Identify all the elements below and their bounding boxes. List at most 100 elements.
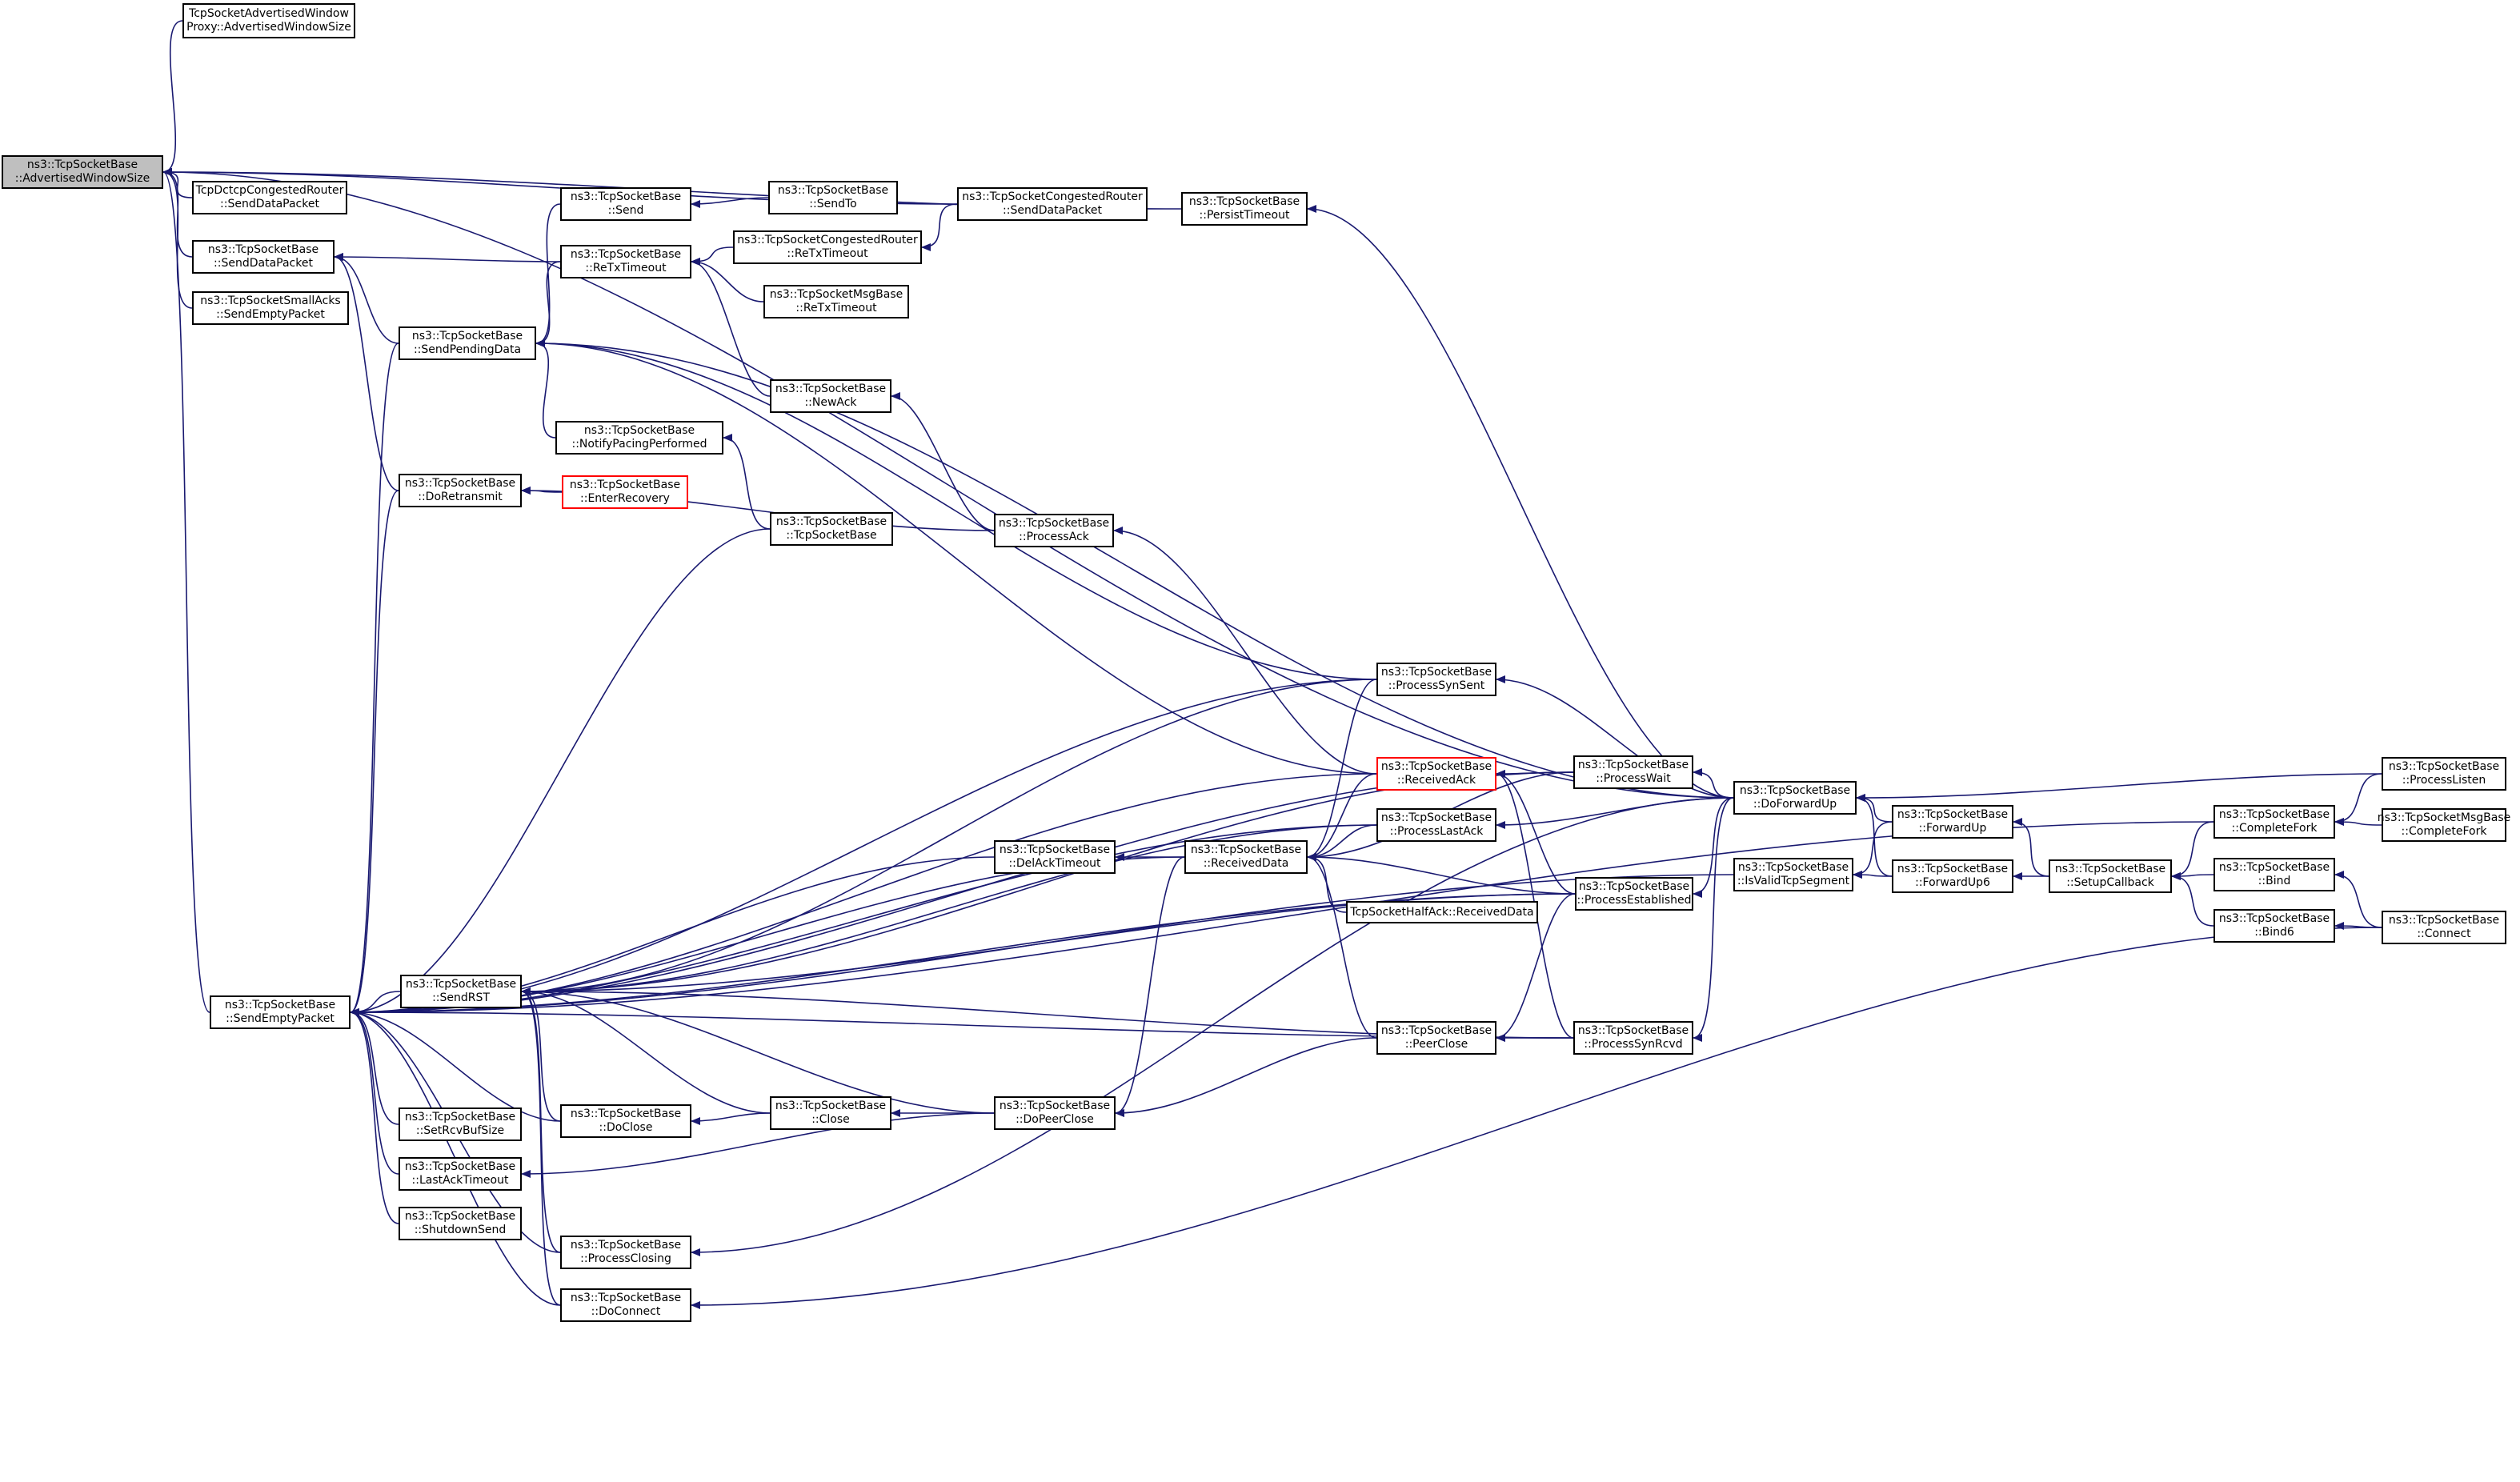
node-doFwd[interactable]: ns3::TcpSocketBase::DoForwardUp: [1733, 781, 1857, 815]
node-label-line: ::SetRcvBufSize: [415, 1124, 505, 1137]
node-connect[interactable]: ns3::TcpSocketBase::Connect: [2382, 911, 2506, 944]
node-closing[interactable]: ns3::TcpSocketBase::ProcessClosing: [560, 1236, 691, 1269]
node-label-line: TcpDctcpCongestedRouter: [195, 184, 344, 197]
edge-pending-pacing: [535, 339, 556, 439]
node-recvData[interactable]: ns3::TcpSocketBase::ReceivedData: [1184, 840, 1308, 874]
node-label-line: TcpSocketAdvertisedWindow: [189, 7, 349, 20]
node-fwdUp[interactable]: ns3::TcpSocketBase::ForwardUp: [1892, 805, 2013, 839]
node-label-line: ::ProcessSynRcvd: [1584, 1038, 1683, 1051]
node-bind6[interactable]: ns3::TcpSocketBase::Bind6: [2214, 909, 2335, 943]
node-procAck[interactable]: ns3::TcpSocketBase::ProcessAck: [994, 514, 1114, 547]
node-halfAck[interactable]: TcpSocketHalfAck::ReceivedData: [1346, 901, 1538, 923]
node-delAck[interactable]: ns3::TcpSocketBase::DelAckTimeout: [994, 840, 1116, 874]
node-label-line: ns3::TcpSocketBase: [583, 424, 695, 437]
node-pending[interactable]: ns3::TcpSocketBase::SendPendingData: [399, 326, 536, 360]
node-ctor[interactable]: ns3::TcpSocketBase::TcpSocketBase: [770, 512, 893, 546]
node-label-line: ::DoRetransmit: [418, 491, 503, 503]
edge-synRcvd-doFwd: [1693, 797, 1734, 1042]
node-congRetx[interactable]: ns3::TcpSocketCongestedRouter::ReTxTimeo…: [733, 230, 922, 264]
edge-pending-recvAck: [535, 339, 1377, 775]
node-label-line: ns3::TcpSocketBase: [404, 1160, 516, 1173]
node-label-line: ns3::TcpSocketBase: [404, 1111, 516, 1124]
node-label-line: ns3::TcpSocketBase: [570, 1239, 682, 1252]
node-congSend[interactable]: ns3::TcpSocketCongestedRouter::SendDataP…: [957, 187, 1148, 221]
node-label-line: ::DoForwardUp: [1753, 798, 1837, 811]
node-label-line: ns3::TcpSocketMsgBase: [2377, 811, 2511, 824]
node-pacing[interactable]: ns3::TcpSocketBase::NotifyPacingPerforme…: [555, 421, 723, 455]
node-label-line: ns3::TcpSocketBase: [26, 158, 138, 171]
node-label-line: ns3::TcpSocketBase: [1577, 1024, 1689, 1037]
node-doRetx[interactable]: ns3::TcpSocketBase::DoRetransmit: [399, 474, 522, 507]
node-label-line: ns3::TcpSocketBase: [1739, 784, 1851, 797]
node-rcvBuf[interactable]: ns3::TcpSocketBase::SetRcvBufSize: [399, 1107, 522, 1141]
node-label-line: ns3::TcpSocketBase: [1737, 861, 1849, 874]
node-enterRec[interactable]: ns3::TcpSocketBase::EnterRecovery: [562, 475, 688, 509]
node-label-line: ::CompleteFork: [2401, 825, 2487, 838]
node-procWait[interactable]: ns3::TcpSocketBase::ProcessWait: [1573, 755, 1693, 789]
node-label-line: ::ForwardUp6: [1915, 876, 1990, 889]
node-label-line: ::NewAck: [804, 396, 857, 409]
node-smallAcks[interactable]: ns3::TcpSocketSmallAcks::SendEmptyPacket: [192, 291, 349, 325]
node-fwdUp6[interactable]: ns3::TcpSocketBase::ForwardUp6: [1892, 859, 2013, 893]
node-label-line: ::ProcessWait: [1596, 772, 1671, 785]
edge-advWin-sendEmpty: [162, 168, 210, 1013]
node-doClose[interactable]: ns3::TcpSocketBase::DoClose: [560, 1104, 691, 1138]
node-label-line: ::ReceivedAck: [1396, 774, 1476, 787]
node-label-line: ::ProcessSynSent: [1388, 679, 1485, 692]
node-dctcpSend[interactable]: TcpDctcpCongestedRouter::SendDataPacket: [192, 181, 347, 214]
node-procListen[interactable]: ns3::TcpSocketBase::ProcessListen: [2382, 757, 2506, 791]
node-label-line: ::LastAckTimeout: [411, 1174, 509, 1187]
node-label-line: ns3::TcpSocketBase: [1897, 863, 2009, 875]
node-sendDataPacket[interactable]: ns3::TcpSocketBase::SendDataPacket: [192, 240, 335, 274]
edge-setupCb-compFork: [2171, 821, 2214, 880]
node-bind[interactable]: ns3::TcpSocketBase::Bind: [2214, 858, 2335, 891]
node-persist[interactable]: ns3::TcpSocketBase::PersistTimeout: [1181, 192, 1308, 226]
node-setupCb[interactable]: ns3::TcpSocketBase::SetupCallback: [2049, 859, 2172, 893]
node-label-line: ns3::TcpSocketBase: [775, 383, 887, 395]
node-newAck[interactable]: ns3::TcpSocketBase::NewAck: [770, 379, 891, 413]
node-doConnect[interactable]: ns3::TcpSocketBase::DoConnect: [560, 1288, 691, 1322]
node-label-line: ns3::TcpSocketBase: [2054, 863, 2166, 875]
node-validSeg[interactable]: ns3::TcpSocketBase::IsValidTcpSegment: [1733, 858, 1853, 891]
node-label-line: ::Close: [811, 1113, 850, 1126]
node-msgRetx[interactable]: ns3::TcpSocketMsgBase::ReTxTimeout: [763, 285, 909, 318]
edge-sendDataPacket-doRetx: [334, 253, 399, 491]
node-close[interactable]: ns3::TcpSocketBase::Close: [770, 1096, 891, 1130]
edge-recvData-peerClose: [1307, 853, 1377, 1039]
node-synRcvd[interactable]: ns3::TcpSocketBase::ProcessSynRcvd: [1573, 1021, 1693, 1055]
node-peerClose[interactable]: ns3::TcpSocketBase::PeerClose: [1376, 1021, 1496, 1055]
node-label-line: ns3::TcpSocketBase: [1577, 759, 1689, 771]
node-label-line: ::ReTxTimeout: [795, 302, 877, 314]
edge-sendRst-doPeerClose: [521, 987, 995, 1114]
node-label-line: ::SetupCallback: [2066, 876, 2154, 889]
edge-sendEmpty-doRetx: [350, 490, 399, 1016]
node-send[interactable]: ns3::TcpSocketBase::Send: [560, 187, 691, 221]
node-label-line: ns3::TcpSocketCongestedRouter: [962, 190, 1143, 203]
edge-sendEmpty-shutdown: [350, 1008, 399, 1224]
edge-send-sendTo: [691, 197, 769, 208]
node-label-line: ::SendEmptyPacket: [226, 1012, 335, 1025]
node-lastAckTo[interactable]: ns3::TcpSocketBase::LastAckTimeout: [399, 1157, 522, 1191]
node-sendRst[interactable]: ns3::TcpSocketBase::SendRST: [400, 975, 522, 1008]
edge-sendEmpty-lastAckTo: [350, 1008, 399, 1175]
node-msgFork[interactable]: ns3::TcpSocketMsgBase::CompleteFork: [2378, 808, 2510, 842]
node-compFork[interactable]: ns3::TcpSocketBase::CompleteFork: [2214, 805, 2335, 839]
node-label-line: ns3::TcpSocketBase: [569, 479, 681, 491]
node-recvAck[interactable]: ns3::TcpSocketBase::ReceivedAck: [1376, 757, 1496, 791]
node-established[interactable]: ns3::TcpSocketBase::ProcessEstablished: [1575, 877, 1693, 911]
edge-doPeerClose-peerClose: [1115, 1037, 1377, 1117]
node-shutdown[interactable]: ns3::TcpSocketBase::ShutdownSend: [399, 1207, 522, 1240]
node-label-line: ::Bind6: [2254, 926, 2294, 939]
node-lastAck[interactable]: ns3::TcpSocketBase::ProcessLastAck: [1376, 808, 1496, 842]
node-label-line: ::Connect: [2417, 927, 2471, 940]
node-sendEmpty[interactable]: ns3::TcpSocketBase::SendEmptyPacket: [210, 995, 351, 1029]
node-sendTo[interactable]: ns3::TcpSocketBase::SendTo: [768, 181, 898, 214]
node-label-line: ns3::TcpSocketBase: [1578, 880, 1690, 893]
node-label-line: ns3::TcpSocketBase: [404, 477, 516, 490]
node-synSent[interactable]: ns3::TcpSocketBase::ProcessSynSent: [1376, 663, 1496, 696]
node-doPeerClose[interactable]: ns3::TcpSocketBase::DoPeerClose: [994, 1096, 1116, 1130]
node-retx[interactable]: ns3::TcpSocketBase::ReTxTimeout: [560, 245, 691, 278]
node-label-line: ::ProcessLastAck: [1389, 825, 1484, 838]
node-label-line: ns3::TcpSocketBase: [999, 843, 1111, 856]
